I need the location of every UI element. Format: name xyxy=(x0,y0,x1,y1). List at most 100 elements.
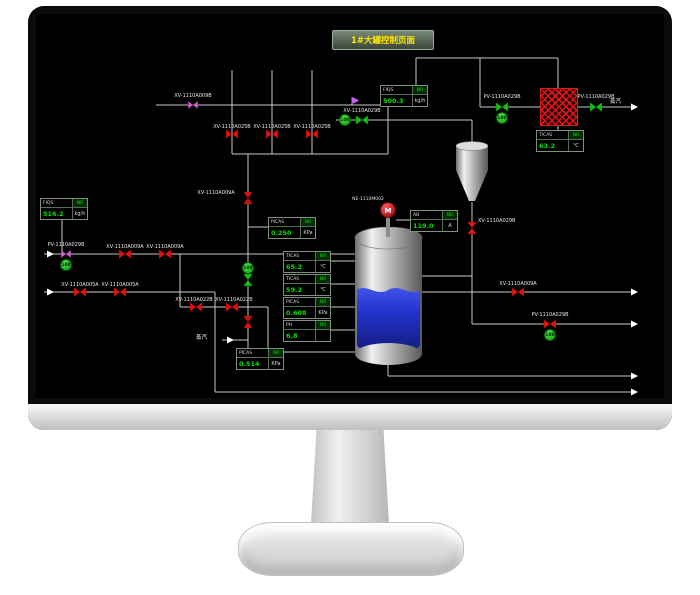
valve-control-center[interactable] xyxy=(243,273,253,287)
instrument-unit: kg/h xyxy=(72,207,87,219)
instrument-unit: kg/h xyxy=(412,94,427,106)
instrument-fiqs-top[interactable]: FIQS NR 500.3 kg/h xyxy=(380,85,428,107)
instrument-tag: TICAS xyxy=(286,253,300,259)
quality-badge: NR xyxy=(72,199,87,207)
instrument-tag: TICAS xyxy=(539,132,553,138)
instrument-picas-mid[interactable]: PICAS NR 0.608 KPa xyxy=(283,297,331,319)
valve-xv-1110a009a-outlet[interactable] xyxy=(511,287,525,297)
heat-exchanger xyxy=(540,88,578,126)
instrument-value: 500.3 xyxy=(381,94,412,106)
monitor-stand-base xyxy=(238,522,464,576)
instrument-unit: KPa xyxy=(300,226,315,238)
cyclone-separator xyxy=(455,141,489,201)
instrument-ab-motor[interactable]: AB NR 119.0 A xyxy=(410,210,458,232)
valve-label: XV-1110A005A xyxy=(101,282,139,288)
instrument-tag: AB xyxy=(413,212,420,218)
instrument-unit: ℃ xyxy=(315,283,330,295)
quality-badge: NR xyxy=(315,298,330,306)
valve-pv-1110a029b-left[interactable] xyxy=(60,249,72,259)
valve-label: PV-1110A029B xyxy=(577,94,615,100)
valve-label: PV-1110A029B xyxy=(531,312,569,318)
instrument-ph[interactable]: PH NR 6.8 xyxy=(283,320,331,342)
instrument-picas-top[interactable]: PICAS NR 0.250 KPa xyxy=(268,217,316,239)
pid-diagram: M xyxy=(44,57,638,396)
instrument-value: 59.2 xyxy=(284,283,315,295)
quality-badge: NR xyxy=(315,321,330,329)
valve-opening-indicator: 100 xyxy=(60,259,72,271)
quality-badge: NR xyxy=(568,131,583,139)
instrument-value: 65.2 xyxy=(284,260,315,272)
valve-pv-1110a029b-right2[interactable] xyxy=(589,102,603,112)
valve-opening-indicator: 100 xyxy=(544,329,556,341)
quality-badge: NR xyxy=(315,275,330,283)
valve-label: XV-1110A009A xyxy=(499,281,537,287)
valve-opening-indicator: 100 xyxy=(339,114,351,126)
instrument-unit: ℃ xyxy=(568,139,583,151)
flow-arrow xyxy=(631,103,638,111)
instrument-tag: PICAS xyxy=(286,299,300,305)
valve-xv-1110a029b-cyclone[interactable] xyxy=(467,221,477,235)
flow-arrow xyxy=(227,336,234,344)
valve-label: XV-1110A025B xyxy=(293,124,331,130)
valve-xv-1110a022b-2[interactable] xyxy=(225,302,239,312)
instrument-value: 516.2 xyxy=(41,207,72,219)
instrument-unit: A xyxy=(442,219,457,231)
valve-xv-1110a029b-top[interactable] xyxy=(355,115,369,125)
valve-pv-1110a029b-right1[interactable] xyxy=(495,102,509,112)
valve-label: XV-1110A025B xyxy=(213,124,251,130)
instrument-tag: PICAS xyxy=(271,219,285,225)
instrument-value: 6.8 xyxy=(284,329,315,341)
hmi-screen: M xyxy=(36,14,664,398)
quality-badge: NR xyxy=(300,218,315,226)
valve-xv-1110a005a-2[interactable] xyxy=(113,287,127,297)
valve-opening-indicator: 100 xyxy=(242,262,254,274)
instrument-tag: PH xyxy=(286,322,293,328)
instrument-value: 0.250 xyxy=(269,226,300,238)
instrument-tag: TICAS xyxy=(286,276,300,282)
valve-opening-indicator: 100 xyxy=(496,112,508,124)
flow-arrow xyxy=(631,372,638,380)
quality-badge: NR xyxy=(412,86,427,94)
instrument-unit: KPa xyxy=(268,357,283,369)
flow-arrow xyxy=(47,250,54,258)
instrument-ticas-hx[interactable]: TICAS NR 63.2 ℃ xyxy=(536,130,584,152)
valve-pv-1110a029b-lower[interactable] xyxy=(543,319,557,329)
agitator-motor[interactable]: M xyxy=(380,202,396,218)
valve-label: XV-1110A009B xyxy=(174,93,212,99)
valve-label: XV-1110A025B xyxy=(253,124,291,130)
quality-badge: NR xyxy=(442,211,457,219)
instrument-tag: FIQS xyxy=(383,87,394,93)
valve-xv-1110a009a-1[interactable] xyxy=(118,249,132,259)
valve-xv-1110a022b-1[interactable] xyxy=(189,302,203,312)
valve-label: XV-1110A029B xyxy=(478,218,516,224)
valve-xv-1110a009b[interactable] xyxy=(187,101,199,109)
instrument-picas-bottom[interactable]: PICAS NR 0.514 KPa xyxy=(236,348,284,370)
flow-arrow xyxy=(631,320,638,328)
instrument-unit: KPa xyxy=(315,306,330,318)
valve-label: XV-1110A022B xyxy=(175,297,213,303)
instrument-tag: PICAS xyxy=(239,350,253,356)
instrument-tag: FIQS xyxy=(43,200,54,206)
instrument-value: 0.608 xyxy=(284,306,315,318)
steam-in-label: 蒸汽 xyxy=(196,335,208,341)
valve-xv-1110a009a-2[interactable] xyxy=(158,249,172,259)
flow-arrow xyxy=(631,288,638,296)
valve-label: XV-1110A022B xyxy=(215,297,253,303)
motor-tag-label: NE-1110M002 xyxy=(352,197,384,202)
instrument-ticas-2[interactable]: TICAS NR 59.2 ℃ xyxy=(283,274,331,296)
flow-sensor-icon xyxy=(351,96,360,105)
monitor-chin xyxy=(28,404,672,430)
instrument-ticas-1[interactable]: TICAS NR 65.2 ℃ xyxy=(283,251,331,273)
instrument-fiqs-left[interactable]: FIQS NR 516.2 kg/h xyxy=(40,198,88,220)
instrument-value: 63.2 xyxy=(537,139,568,151)
instrument-value: 119.0 xyxy=(411,219,442,231)
valve-xv-1110a009a-center[interactable] xyxy=(243,191,253,205)
valve-label: PV-1110A029B xyxy=(47,242,85,248)
instrument-unit xyxy=(315,329,330,341)
valve-label: XV-1110A029B xyxy=(343,108,381,114)
valve-label: XV-1110A009A xyxy=(146,244,184,250)
valve-xv-1110a005a-1[interactable] xyxy=(73,287,87,297)
valve-label: PV-1110A029B xyxy=(483,94,521,100)
page-title-button[interactable]: 1#大罐控制页面 xyxy=(332,30,434,50)
valve-steam-inlet[interactable] xyxy=(243,315,253,329)
